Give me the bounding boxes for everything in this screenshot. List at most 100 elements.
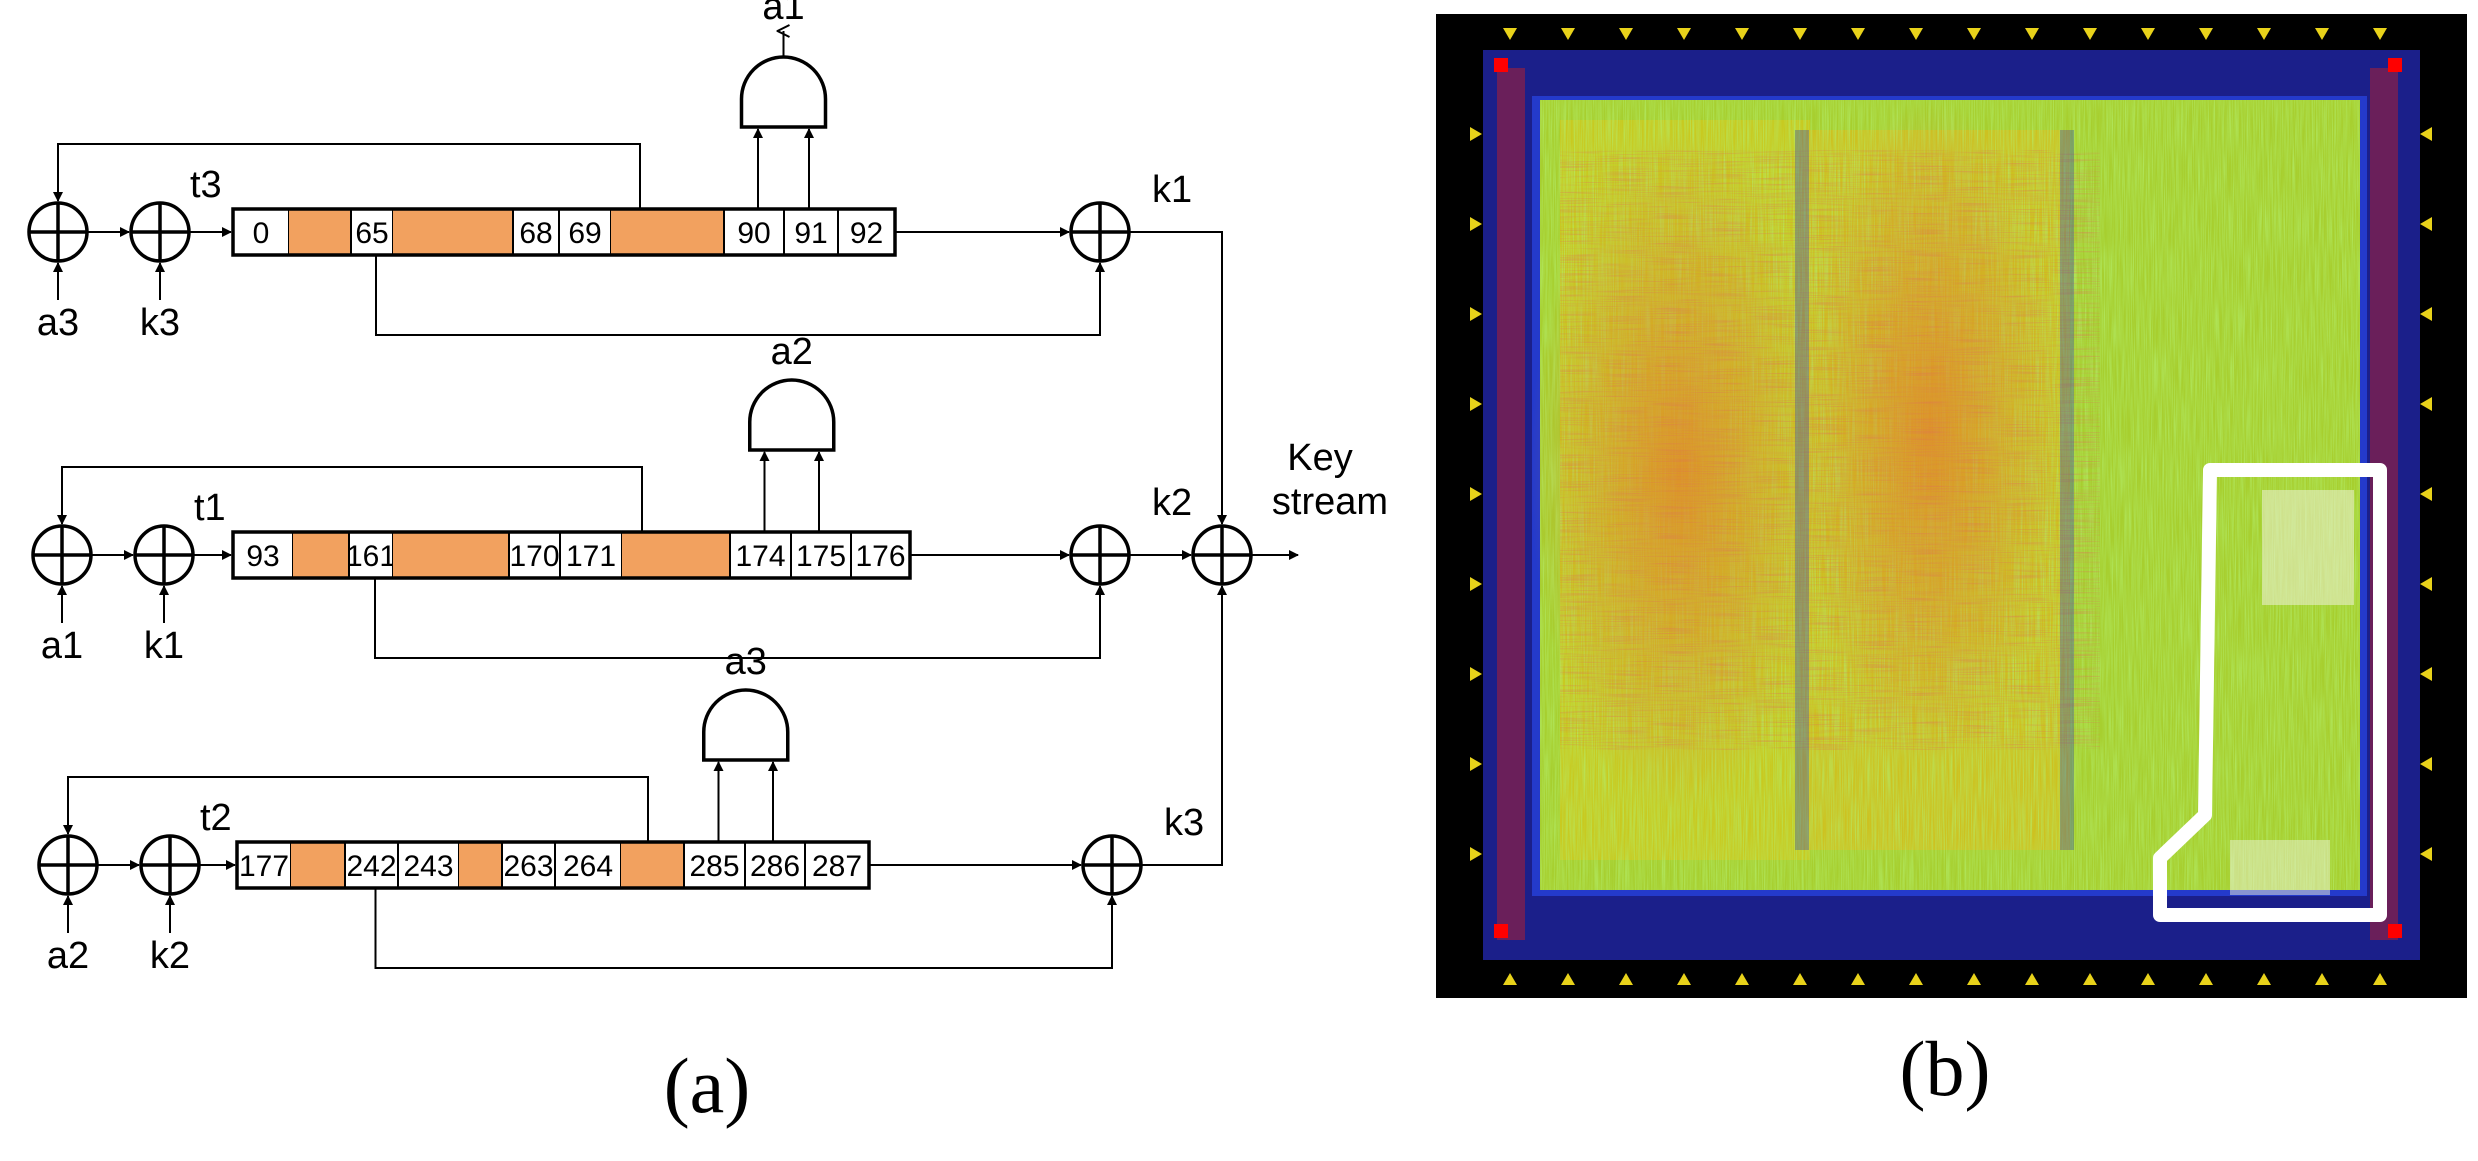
filler-cell <box>622 532 730 578</box>
pin-top <box>1503 28 1517 40</box>
cell-label: 91 <box>794 217 827 250</box>
k-label-2: k2 <box>1152 482 1192 524</box>
filler-cell <box>459 842 502 888</box>
pin-right <box>2420 307 2432 321</box>
input-label-1a: a3 <box>37 302 79 344</box>
pin-bottom <box>1909 973 1923 985</box>
pin-top <box>2083 28 2097 40</box>
pin-right <box>2420 757 2432 771</box>
corner-pad-tr <box>2388 58 2402 72</box>
feedback-wire <box>53 143 641 209</box>
cell-label: 161 <box>346 540 396 573</box>
pin-left <box>1470 757 1482 771</box>
input-label-1b: k3 <box>140 302 180 344</box>
filler-cell <box>291 842 345 888</box>
input-label-3a: a2 <box>47 935 89 977</box>
io-ring-left <box>1497 68 1525 940</box>
caption-b: (b) <box>1900 1025 1991 1112</box>
cell-label: 0 <box>253 217 270 250</box>
pin-bottom <box>1967 973 1981 985</box>
register-cell <box>729 531 792 579</box>
register-cell <box>501 841 556 889</box>
t-label-2: t1 <box>194 487 226 529</box>
register-cell <box>790 531 852 579</box>
input-label-2a: a1 <box>41 625 83 667</box>
cell-label: 242 <box>346 850 396 883</box>
pin-left <box>1470 667 1482 681</box>
corner-pad-bl <box>1494 924 1508 938</box>
pin-bottom <box>2257 973 2271 985</box>
register-cell <box>554 841 622 889</box>
and-body <box>739 55 828 129</box>
pin-top <box>2315 28 2329 40</box>
xor-output-1 <box>1069 201 1131 263</box>
tap-wire <box>374 888 1117 969</box>
wire <box>1141 585 1227 866</box>
filler-cell <box>393 532 509 578</box>
pin-left <box>1470 577 1482 591</box>
trivium-cells-lower <box>2230 840 2330 895</box>
cell-label: 92 <box>850 217 883 250</box>
pin-bottom <box>1735 973 1749 985</box>
trivium-region-outline <box>2153 463 2387 922</box>
and-gate-3 <box>702 688 790 762</box>
pin-left <box>1470 397 1482 411</box>
xor-input-b <box>139 834 201 896</box>
pin-top <box>1735 28 1749 40</box>
pin-top <box>1561 28 1575 40</box>
cell-label: 264 <box>563 850 613 883</box>
pin-bottom <box>2199 973 2213 985</box>
cell-label: 174 <box>735 540 785 573</box>
pin-top <box>1851 28 1865 40</box>
channel-gap-2 <box>2060 130 2074 850</box>
keystream-label-1: Key <box>1287 437 1352 479</box>
pin-right <box>2420 577 2432 591</box>
pin-top <box>1619 28 1633 40</box>
pin-left <box>1470 217 1482 231</box>
pin-top <box>1677 28 1691 40</box>
cell-label: 176 <box>855 540 905 573</box>
filler-cell <box>289 209 351 255</box>
pin-right <box>2420 397 2432 411</box>
and-label-3: a3 <box>725 641 767 683</box>
pin-bottom <box>2373 973 2387 985</box>
cell-label: 175 <box>796 540 846 573</box>
pin-right <box>2420 127 2432 141</box>
pin-bottom <box>1503 973 1517 985</box>
k-label-3: k3 <box>1164 802 1204 844</box>
pin-bottom <box>2025 973 2039 985</box>
xor-keystream <box>1191 524 1253 586</box>
cell-label: 90 <box>737 217 770 250</box>
cell-label: 287 <box>812 850 862 883</box>
corner-pad-tl <box>1494 58 1508 72</box>
cell-label: 286 <box>750 850 800 883</box>
input-label-3b: k2 <box>150 935 190 977</box>
chip-layout <box>1436 14 2467 998</box>
pin-top <box>1967 28 1981 40</box>
xor-input-a <box>37 834 99 896</box>
and-body <box>702 688 790 762</box>
tap-wire <box>374 578 1105 659</box>
pin-right <box>2420 847 2432 861</box>
xor-input-a <box>27 201 89 263</box>
tap-wire <box>375 255 1105 336</box>
and-body <box>748 378 836 452</box>
and-gate-2 <box>748 378 836 452</box>
pin-left <box>1470 487 1482 501</box>
pin-left <box>1470 307 1482 321</box>
register-cell <box>397 841 460 889</box>
wire <box>1129 231 1227 525</box>
pin-top <box>2025 28 2039 40</box>
xor-input-a <box>31 524 93 586</box>
cell-label: 243 <box>403 850 453 883</box>
cell-label: 177 <box>239 850 289 883</box>
cell-label: 68 <box>519 217 552 250</box>
keystream-label-2: stream <box>1272 481 1388 523</box>
pin-top <box>2199 28 2213 40</box>
pin-bottom <box>1619 973 1633 985</box>
pin-top <box>1909 28 1923 40</box>
